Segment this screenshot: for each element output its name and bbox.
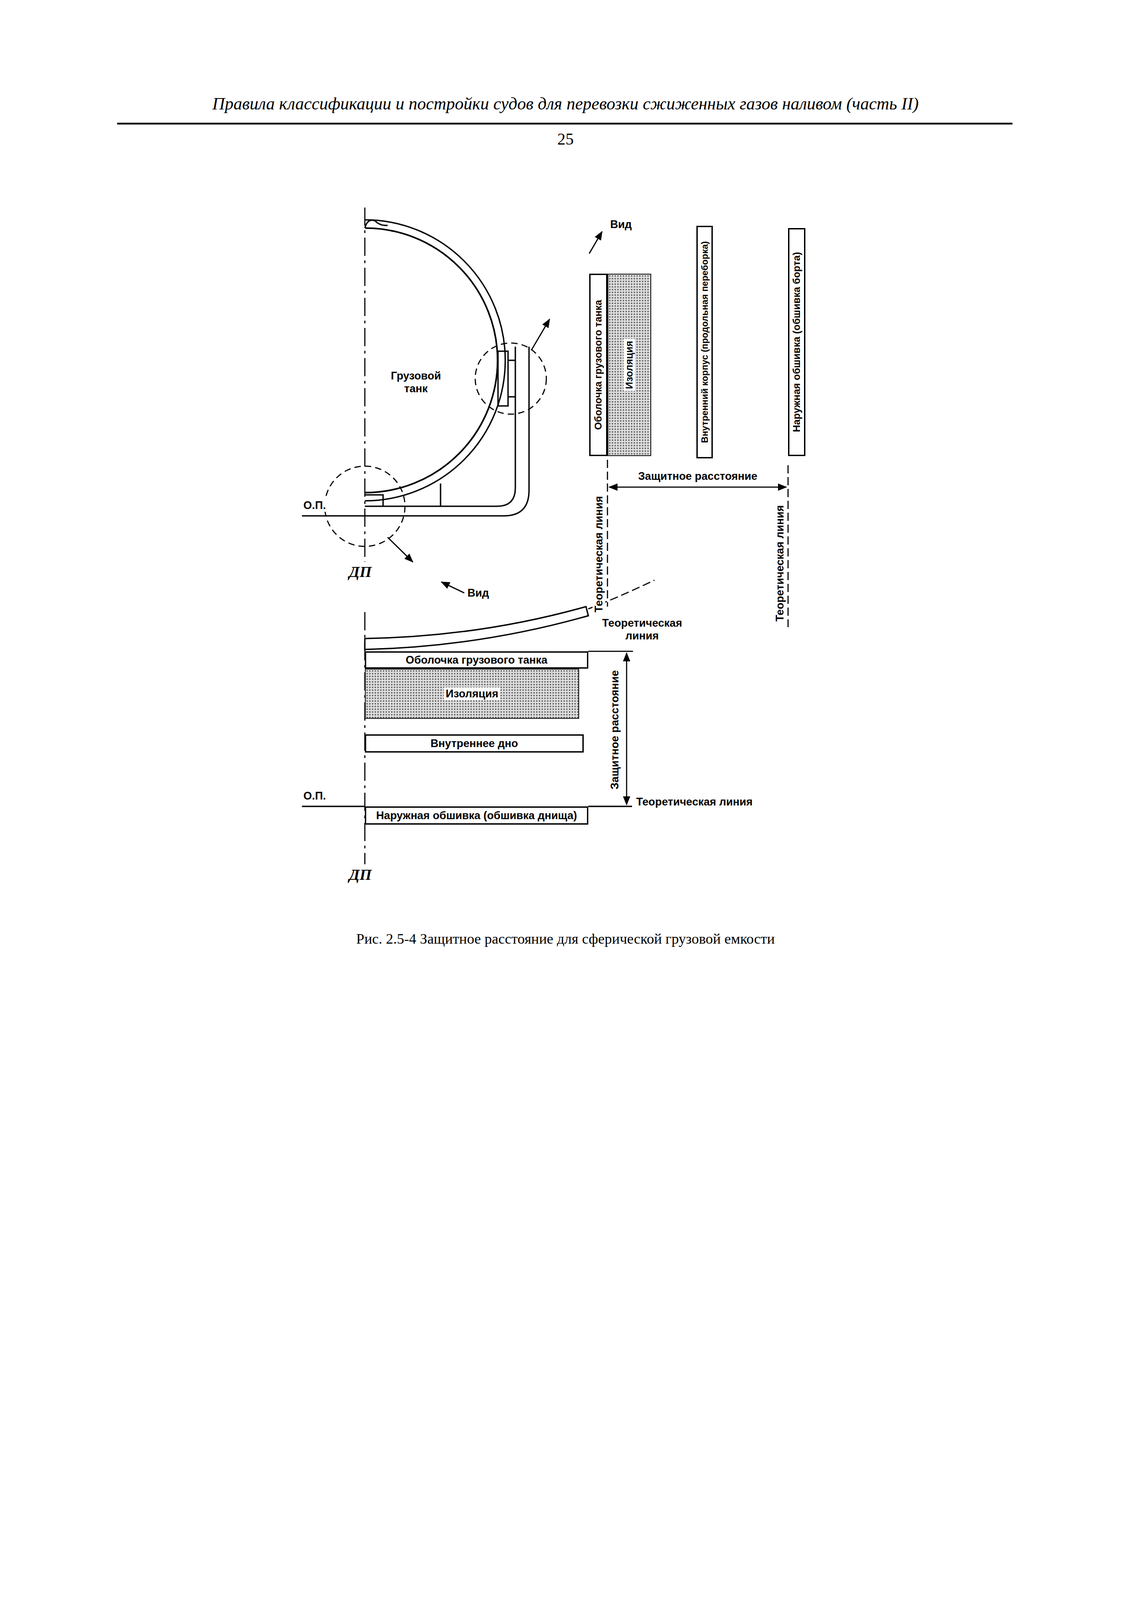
theoretical-line-label: Теоретическая линия: [592, 494, 606, 614]
theoretical-line-label: Теоретическая линия: [773, 503, 787, 623]
side-shell-band: Наружная обшивка (обшивка борта): [788, 228, 806, 457]
part-label: Изоляция: [623, 338, 635, 391]
tank-outline: [364, 227, 499, 494]
baseline-label: О.П.: [301, 498, 327, 512]
section-view: [301, 207, 602, 593]
part-label: Внутреннее дно: [430, 736, 519, 750]
theoretical-line-label: Теоретическая линия: [595, 616, 690, 642]
centerline-label: ДП: [347, 562, 374, 581]
insulation-band: Изоляция: [364, 668, 580, 719]
dimension-label: Защитное расстояние: [608, 668, 622, 791]
dimension-label: Защитное расстояние: [636, 469, 759, 483]
part-label: Изоляция: [443, 687, 500, 701]
theoretical-line-label: Теоретическая линия: [634, 795, 754, 809]
part-label: Наружная обшивка (обшивка борта): [790, 251, 803, 432]
bottom-shell-band: Наружная обшивка (обшивка днища): [364, 806, 589, 825]
view-label: Вид: [608, 217, 633, 231]
cargo-tank: Грузовой танк: [364, 228, 498, 493]
page-number: 25: [555, 129, 576, 149]
running-header: Правила классификации и постройки судов …: [0, 93, 1131, 114]
header-rule: [117, 122, 1013, 125]
insulation-band: Изоляция: [607, 273, 652, 457]
tank-shell-band: Оболочка грузового танка: [364, 651, 589, 669]
part-label: Внутренний корпус (продольная переборка): [699, 241, 711, 444]
part-label: Наружная обшивка (обшивка днища): [376, 809, 578, 822]
part-label: Оболочка грузового танка: [592, 299, 604, 430]
part-label: Грузовой танк: [379, 369, 453, 395]
tank-shell-arc: [365, 228, 498, 493]
figure-caption: Рис. 2.5-4 Защитное расстояние для сфери…: [0, 930, 1131, 948]
side-detail: [607, 459, 789, 628]
tank-shell-band: Оболочка грузового танка: [589, 273, 608, 457]
view-label: Вид: [466, 586, 491, 600]
part-label: Оболочка грузового танка: [405, 653, 548, 667]
inner-bottom-band: Внутреннее дно: [364, 734, 584, 753]
centerline-label: ДП: [347, 865, 374, 884]
baseline-label: О.П.: [301, 789, 327, 803]
inner-hull-band: Внутренний корпус (продольная переборка): [696, 225, 713, 459]
